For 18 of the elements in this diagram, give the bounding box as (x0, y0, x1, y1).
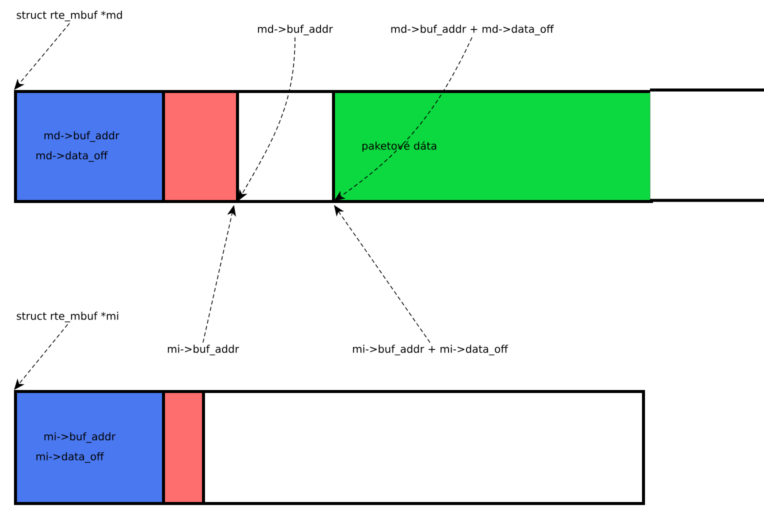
data-box: paketové dáta (332, 90, 653, 203)
buffer-segment (648, 88, 764, 202)
leader-arrow (14, 23, 70, 90)
pointer-label: struct rte_mbuf *md (16, 10, 122, 22)
buffer-segment (202, 390, 645, 505)
pointer-label: md->buf_addr (258, 24, 333, 36)
header-box: mi->buf_addr mi->data_off (14, 390, 165, 505)
buffer-segment (162, 90, 239, 203)
leader-arrow (14, 324, 68, 390)
header-box: md->buf_addr md->data_off (14, 90, 165, 203)
pointer-label: struct rte_mbuf *mi (16, 312, 118, 322)
pointer-label: md->buf_addr + md->data_off (391, 24, 554, 36)
pointer-label: mi->buf_addr + mi->data_off (353, 344, 508, 356)
pointer-label: mi->buf_addr (168, 344, 240, 356)
leader-arrow (334, 37, 472, 201)
buffer-segment (236, 90, 335, 203)
leader-arrow (334, 205, 430, 343)
buffer-segment (162, 390, 205, 505)
